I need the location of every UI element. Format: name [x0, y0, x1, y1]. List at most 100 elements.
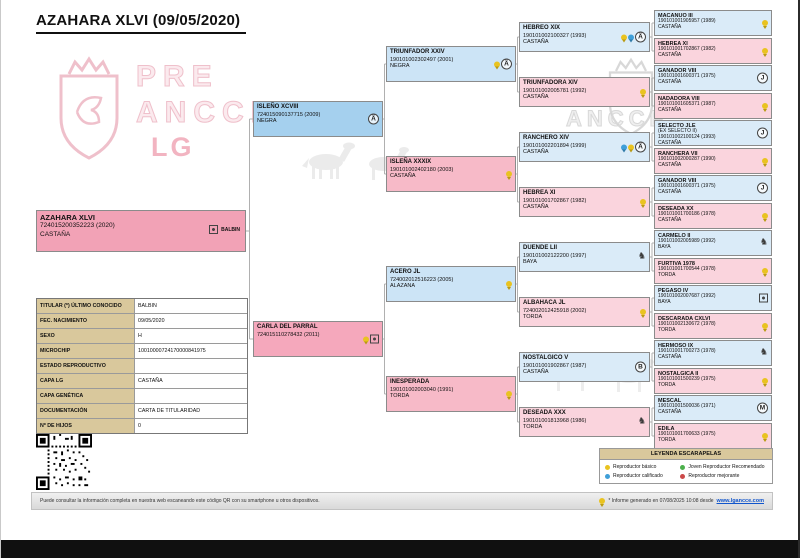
horse-name: MACANUO III [658, 13, 693, 19]
pedigree-box-furtiva-1978: FURTIVA 1978 190101001700544 (1978) TORD… [654, 258, 772, 284]
horse-name: PEGASO IV [658, 288, 689, 294]
pedigree-box-triunfador-xxiv: TRIUNFADOR XXIV 190101002302497 (2001) N… [386, 46, 516, 82]
horse-name: RANCHERA VII [658, 151, 698, 157]
horse-coat: CASTAÑA [523, 149, 549, 156]
horse-code: 190101001905957 (1989) [658, 18, 716, 25]
qr-note: Puede consultar la información completa … [40, 498, 320, 504]
badge-Ã-icon: Ã [635, 31, 646, 43]
horse-coat: NEGRA [257, 118, 277, 125]
horse-code: 190101002005781 (1992) [523, 87, 587, 94]
horse-coat: TORDA [390, 393, 410, 400]
horse-code: 724015090137715 (2009) [257, 111, 321, 118]
legend-item: Joven Reproductor Recomendado [680, 464, 767, 470]
horse-name: HEBREA XI [523, 190, 556, 196]
watermark-pre: PRE [136, 60, 219, 93]
rosette-yellow-icon [762, 48, 768, 57]
horse-code: 190101001600371 (1975) [658, 183, 716, 190]
horse-name: DESCARADA CXLVI [658, 316, 711, 322]
horse-code: 190101001813968 (1986) [523, 417, 587, 424]
horse-coat: CASTAÑA [523, 39, 549, 46]
horse-code: 724002012516223 (2005) [390, 276, 454, 283]
detail-label: DOCUMENTACIÓN [37, 404, 135, 418]
horse-name: TRIUNFADORA XIV [523, 80, 578, 86]
horse-code: 190101002005989 (1992) [658, 238, 716, 245]
legend-label: Reproductor mejorante [688, 473, 740, 479]
horse-awards: J [757, 182, 768, 194]
horse-coat: CASTAÑA [658, 409, 682, 416]
horse-awards [762, 213, 768, 222]
badge-J-icon: J [757, 72, 768, 84]
horse-code: 190101002302497 (2001) [390, 56, 454, 63]
horse-awards [506, 391, 512, 400]
detail-value: BALBIN [135, 299, 247, 313]
pedigree-box-carmelo-ii: CARMELO II 190101002005989 (1992) BAYA ♞ [654, 230, 772, 256]
rosette-yellow-icon [506, 281, 512, 290]
horse-coat: CASTAÑA [658, 107, 682, 114]
page-title: AZAHARA XLVI (09/05/2020) [36, 12, 247, 34]
horse-code: 190101002130672 (1978) [658, 321, 716, 328]
detail-label: Nº DE HIJOS [37, 419, 135, 433]
horse-name: MESCAL [658, 398, 682, 404]
badge-B-icon: B [635, 361, 646, 373]
pedigree-box-hebrea-xi-2: HEBREA XI 190101001702867 (1982) CASTAÑA [654, 38, 772, 64]
pedigree-box-azahara-xlvi: AZAHARA XLVI 724015200352223 (2020) CAST… [36, 210, 246, 252]
horse-name: GANADOR VIII [658, 68, 697, 74]
horse-awards [363, 334, 379, 345]
owner-badge: BALBIN [209, 225, 240, 234]
detail-value [135, 389, 247, 403]
pedigree-box-acero-jl: ACERO JL 724002012516223 (2005) ALAZANA [386, 266, 516, 302]
horse-code: 190101001702867 (1982) [523, 197, 587, 204]
horse-name: AZAHARA XLVI [40, 213, 95, 222]
horse-icon: ♞ [759, 237, 768, 248]
website-link[interactable]: www.lgancce.com [716, 498, 764, 504]
horse-code: 190101002100124 (1993) [658, 134, 716, 141]
detail-label: CAPA LG [37, 374, 135, 388]
horse-coat: BAYA [658, 299, 671, 306]
pedigree-box-macanuo-iii: MACANUO III 190101001905957 (1989) CASTA… [654, 10, 772, 36]
horse-code: 190101001605371 (1987) [658, 101, 716, 108]
horse-awards: Ã [621, 141, 646, 153]
horse-awards [762, 20, 768, 29]
legend-item: Reproductor mejorante [680, 473, 767, 479]
detail-label: TITULAR (*) ÚLTIMO CONOCIDO [37, 299, 135, 313]
pedigree-box-pegaso-iv: PEGASO IV 190101002007687 (1992) BAYA [654, 285, 772, 311]
pedigree-box-ranchero-xiv: RANCHERO XIV 190101002201894 (1999) CAST… [519, 132, 650, 162]
legend-item: Reproductor básico [605, 464, 674, 470]
horse-coat: TORDA [658, 382, 676, 389]
pedigree-box-isleno-xcviii: ISLEÑO XCVIII 724015090137715 (2009) NEG… [253, 101, 383, 137]
horse-code: 190101001700186 (1978) [658, 211, 716, 218]
horse-awards: M [757, 402, 768, 414]
horse-coat: CASTAÑA [658, 139, 682, 146]
detail-value [135, 359, 247, 373]
horse-coat: CASTAÑA [390, 173, 416, 180]
rosette-yellow-icon [762, 323, 768, 332]
legend-title: LEYENDA ESCARAPELAS [600, 449, 772, 460]
horse-name: NOSTALGICO V [523, 355, 569, 361]
horse-name: ISLEÑO XCVIII [257, 104, 299, 110]
horse-icon: ♞ [637, 416, 646, 427]
pedigree-box-edila: EDILA 190101001700633 (1975) TORDA [654, 423, 772, 449]
badge-J-icon: J [757, 127, 768, 139]
horse-icon: ♞ [759, 347, 768, 358]
legend-label: Reproductor calificado [613, 473, 663, 479]
horse-coat: CASTAÑA [658, 52, 682, 59]
qr-code [36, 434, 92, 490]
horse-coat: ALAZANA [390, 283, 416, 290]
horse-name: NOSTALGICA II [658, 371, 699, 377]
rosette-yellow-icon [494, 61, 500, 70]
horse-name: CARLA DEL PARRAL [257, 324, 318, 330]
pedigree-box-deseada-xxx: DESEADA XXX 190101001813968 (1986) TORDA… [519, 407, 650, 437]
rosette-yellow-icon [762, 378, 768, 387]
horse-name: TRIUNFADOR XXIV [390, 49, 445, 55]
horse-name: DESEADA XXX [523, 410, 566, 416]
horse-code: 190101002100327 (1993) [523, 32, 587, 39]
horse-awards: ♞ [759, 237, 768, 248]
pedigree-box-nadadora-viii: NADADORA VIII 190101001605371 (1987) CAS… [654, 93, 772, 119]
blue-rosette-icon [605, 473, 610, 479]
horse-awards [762, 323, 768, 332]
detail-value: CASTAÑA [135, 374, 247, 388]
generated-info: * Informe generado en 07/08/2025 10:08 d… [599, 498, 764, 507]
